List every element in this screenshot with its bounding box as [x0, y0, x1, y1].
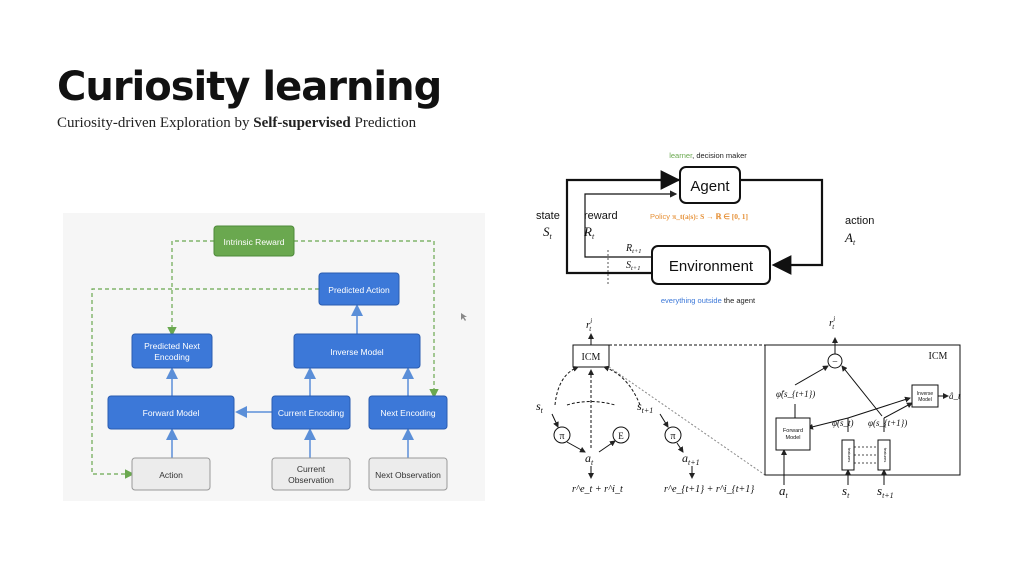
icm-e-circle: E [612, 426, 630, 444]
icm-solid-links [551, 413, 695, 479]
inverse-model-node: Inverse Model [293, 333, 421, 369]
next-encoding-label: Next Encoding [380, 408, 436, 418]
intrinsic-reward-node: Intrinsic Reward [213, 225, 295, 257]
icm-policy-circle-1: π [553, 426, 571, 444]
icm-forward-model: Forward Model [775, 417, 811, 451]
agent-label: Agent [690, 178, 730, 195]
icm-a-t1: at+1 [682, 451, 700, 467]
svg-text:π: π [559, 431, 564, 442]
svg-text:Forward: Forward [783, 428, 803, 434]
icm-phi-st1: φ(s_{t+1}) [868, 418, 907, 428]
current-encoding-label: Current Encoding [278, 408, 344, 418]
environment-node: Environment [651, 245, 771, 285]
slide-title: Curiosity learning [57, 64, 442, 110]
icm-feature-links [854, 446, 878, 464]
state-next: St+1 [626, 260, 640, 272]
icm-box-small: ICM [572, 344, 610, 368]
icm-large-label: ICM [929, 351, 948, 362]
icm-bottom-s1: st+1 [877, 483, 894, 500]
svg-text:features: features [883, 448, 888, 462]
current-encoding-node: Current Encoding [271, 395, 351, 430]
next-encoding-node: Next Encoding [368, 395, 448, 430]
action-node: Action [131, 457, 211, 491]
icm-bottom-s: st [842, 483, 850, 500]
forward-model-label: Forward Model [143, 408, 200, 418]
learner-green: learner [669, 151, 693, 160]
icm-a-t: at [585, 451, 594, 467]
cursor-icon [461, 313, 467, 321]
environment-label: Environment [669, 258, 754, 275]
icm-s-t1: st+1 [637, 399, 653, 415]
icm-small-label: ICM [582, 352, 601, 363]
action-label: Action [159, 470, 183, 480]
reward-label: reward [584, 210, 618, 222]
icm-policy-circle-2: π [664, 426, 682, 444]
svg-text:Inverse: Inverse [917, 391, 934, 397]
subtitle-pre: Curiosity-driven Exploration by [57, 115, 254, 131]
model-arrows [166, 304, 414, 458]
svg-text:π: π [670, 431, 675, 442]
policy-caption: Policy π_t(a|s): S → ℝ ∈ [0, 1] [650, 212, 748, 221]
subtitle-post: Prediction [350, 115, 417, 131]
icm-reward-right: r^e_{t+1} + r^i_{t+1} [664, 484, 754, 495]
policy-label: Policy [650, 212, 672, 221]
svg-text:Model: Model [786, 435, 801, 441]
icm-inverse-model: Inverse Model [911, 384, 939, 408]
forward-model-node: Forward Model [107, 395, 235, 430]
icm-reward-left: r^e_t + r^i_t [572, 484, 623, 495]
predicted-action-label: Predicted Action [328, 285, 390, 295]
icm-feature-box-1: features [841, 439, 855, 471]
current-observation-label-2: Observation [288, 475, 334, 485]
current-observation-node: Current Observation [271, 457, 351, 491]
state-label: state [536, 210, 560, 222]
icm-internal-links [781, 337, 949, 485]
policy-formula: π_t(a|s): S → ℝ ∈ [0, 1] [672, 212, 748, 221]
outside-caption: everything outside the agent [661, 296, 756, 305]
next-observation-label: Next Observation [375, 470, 441, 480]
predicted-next-encoding-node: Predicted Next Encoding [131, 333, 213, 369]
rl-loop-lines [565, 170, 824, 275]
state-symbol: St [543, 224, 553, 241]
intrinsic-reward-label: Intrinsic Reward [224, 237, 285, 247]
icm-s-t: st [536, 399, 544, 415]
left-diagram: Intrinsic Reward Predicted Action Predic… [63, 213, 485, 501]
intrinsic-reward-connections [91, 240, 439, 479]
icm-bottom-a: at [779, 483, 789, 500]
icm-phi-hat: φ̂(s_{t+1}) [776, 389, 815, 399]
icm-box-large [764, 344, 961, 476]
predicted-action-node: Predicted Action [318, 272, 400, 306]
predicted-next-encoding-label-2: Encoding [154, 352, 190, 362]
subtitle-bold: Self-supervised [253, 115, 351, 131]
inverse-model-label: Inverse Model [330, 347, 383, 357]
svg-text:features: features [847, 448, 852, 462]
icm-a-hat: â_t [949, 391, 961, 401]
next-observation-node: Next Observation [368, 457, 448, 491]
icm-feature-box-2: features [877, 439, 891, 471]
learner-rest: , decision maker [692, 151, 747, 160]
outside-rest: the agent [722, 296, 756, 305]
svg-text:−: − [832, 357, 838, 368]
reward-next: Rt+1 [625, 243, 642, 255]
svg-text:E: E [618, 431, 624, 441]
icm-dashed-links [554, 344, 766, 476]
action-symbol: At [844, 230, 856, 247]
outside-blue: everything outside [661, 296, 722, 305]
svg-text:Model: Model [918, 397, 932, 403]
agent-node: Agent [679, 166, 741, 204]
learner-caption: learner, decision maker [669, 151, 747, 160]
icm-minus-circle: − [827, 353, 843, 369]
predicted-next-encoding-label-1: Predicted Next [144, 341, 200, 351]
rl-diagram: learner, decision maker Agent Environmen… [536, 151, 874, 305]
reward-symbol: Rt [583, 224, 595, 241]
current-observation-label-1: Current [297, 464, 326, 474]
action-label-rl: action [845, 215, 874, 227]
slide-subtitle: Curiosity-driven Exploration by Self-sup… [57, 114, 416, 132]
icm-phi-st: φ(s_t) [832, 418, 853, 428]
